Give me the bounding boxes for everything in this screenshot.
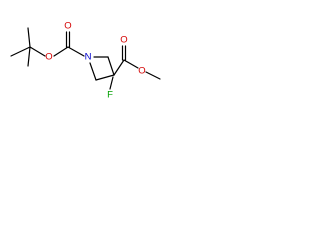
atom-label-carbonyl-oxygen-left: O [64, 21, 71, 32]
bond-tbu-methyl-bottom [27, 46, 31, 67]
structure-diagram: O O N F O O [10, 21, 161, 101]
bond-ring-n-to-ch2-bottom [89, 62, 97, 81]
atom-label-carbonyl-oxygen-right: O [120, 35, 127, 46]
atom-label-ring-nitrogen: N [85, 52, 92, 63]
bond-ring-ch2-bottom-to-quaternary [95, 74, 115, 81]
bond-tbu-methyl-top [27, 27, 31, 48]
bond-carbonyl-carbon-to-n [67, 46, 85, 57]
bond-quaternary-to-fluorine [109, 76, 114, 90]
bond-ring-quaternary-to-ch2-top [107, 56, 115, 76]
atom-label-ester-oxygen: O [45, 52, 52, 63]
atom-label-fluorine: F [107, 90, 113, 101]
bond-tbu-to-oxygen [29, 46, 46, 57]
bond-ester-oxygen-to-methyl [145, 71, 161, 80]
bond-quaternary-to-ester-carbon [113, 59, 125, 76]
bond-oxygen-to-carbonyl-carbon [53, 46, 69, 57]
atom-label-methoxy-oxygen: O [138, 66, 145, 77]
bond-tbu-methyl-left [10, 46, 31, 57]
bond-ester-carbon-to-oxygen [123, 59, 139, 69]
